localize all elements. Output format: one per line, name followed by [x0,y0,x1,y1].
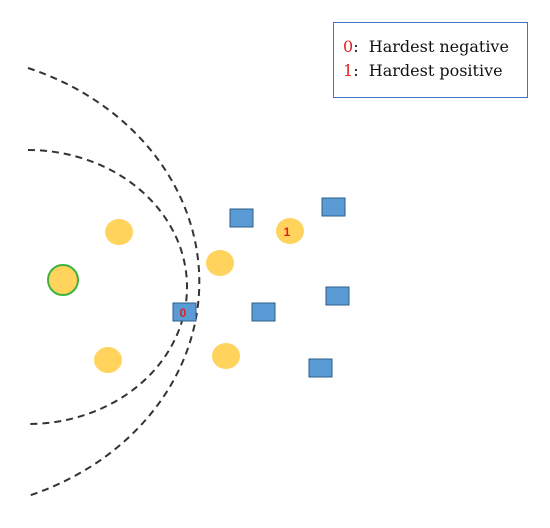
anchor-sample [47,264,79,296]
positive-sample [206,250,234,276]
hardest-negative-sample [172,302,197,322]
hardest-negative-label: 0 [180,306,187,320]
positive-sample [94,347,122,373]
negative-sample [308,358,333,378]
legend-label: Hardest positive [368,61,503,80]
hardest-positive-sample [276,218,304,244]
legend-separator: : [353,37,369,56]
legend-key: 1 [343,61,354,80]
hardest-positive-label: 1 [284,225,291,239]
legend-label: Hardest negative [368,37,509,56]
negative-sample [251,302,276,322]
negative-sample [229,208,254,228]
legend-separator: : [353,61,369,80]
inner-boundary-arc [27,149,188,425]
legend-key: 0 [343,37,354,56]
negative-sample [321,197,346,217]
legend-item-hardest-negative: 0: Hardest negative [343,35,527,59]
outer-boundary-arc [27,67,201,497]
legend-box: 0: Hardest negative 1: Hardest positive [333,22,528,98]
legend-item-hardest-positive: 1: Hardest positive [343,59,527,83]
positive-sample [212,343,240,369]
positive-sample [105,219,133,245]
negative-sample [325,286,350,306]
